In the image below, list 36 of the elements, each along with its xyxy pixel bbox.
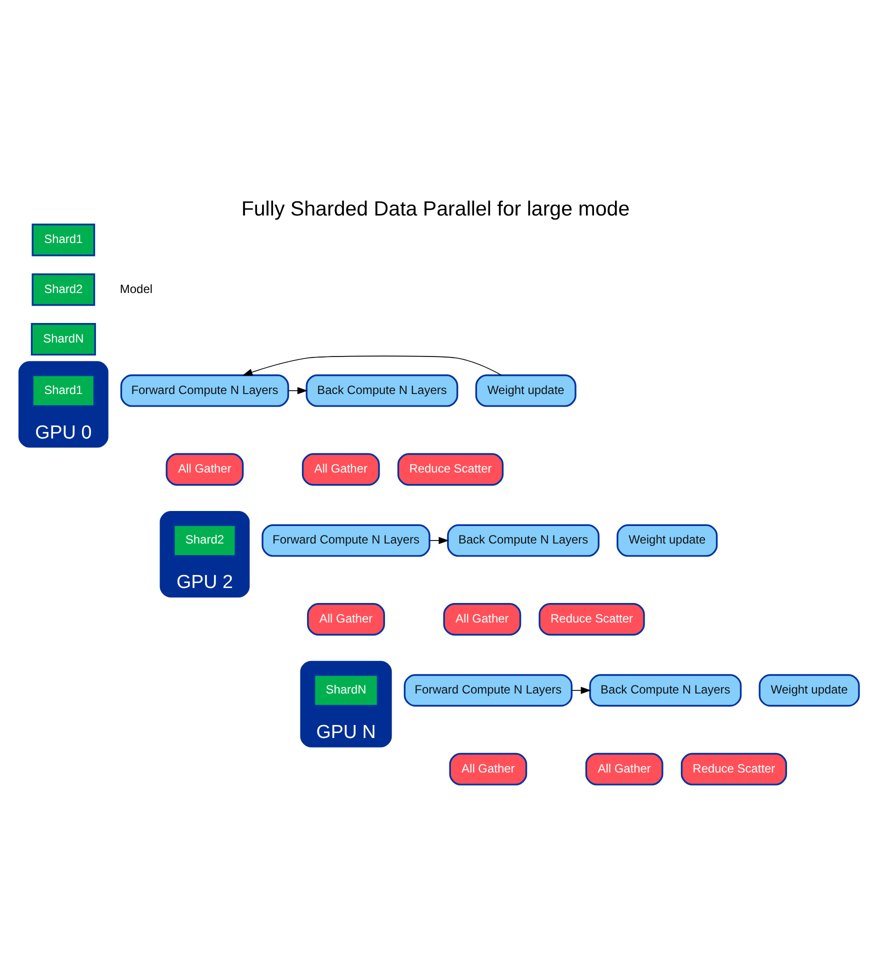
node-box: Back Compute N Layers [306,374,458,406]
node-box: All Gather [449,752,528,785]
arrow [242,355,502,376]
arrow [429,536,449,544]
diagram-title: Fully Sharded Data Parallel for large mode [241,196,630,220]
node-box: All Gather [585,752,664,785]
node-box: All Gather [302,452,380,486]
node-box: Forward Compute N Layers [404,674,573,706]
cluster [160,510,250,597]
node-box: Forward Compute N Layers [262,524,430,556]
node-box: Weight update [616,524,718,556]
node-box: ShardN [30,322,96,356]
node-label: GPU 2 [176,570,233,592]
node-box: Weight update [475,374,576,406]
node-box: All Gather [307,602,385,636]
node-box: Reduce Scatter [538,602,645,636]
node-box: Shard2 [173,524,236,556]
node-box: All Gather [443,602,522,636]
node-box: Forward Compute N Layers [120,374,290,406]
node-box: All Gather [166,452,244,486]
label: Model [120,281,153,296]
node-box: Back Compute N Layers [447,524,600,556]
node-box: Shard2 [32,272,96,306]
cluster [300,660,392,747]
arrow [572,686,592,694]
node-box: Reduce Scatter [397,452,504,486]
node-box: Back Compute N Layers [589,674,742,706]
arrow [288,386,308,394]
node-box: Shard1 [32,374,96,406]
node-box: Reduce Scatter [680,752,788,785]
node-box: Weight update [758,674,860,706]
cluster [18,360,108,448]
node-label: GPU N [316,720,376,742]
node-box: Shard1 [32,223,96,256]
node-box: ShardN [313,674,379,706]
node-label: GPU 0 [35,420,92,442]
